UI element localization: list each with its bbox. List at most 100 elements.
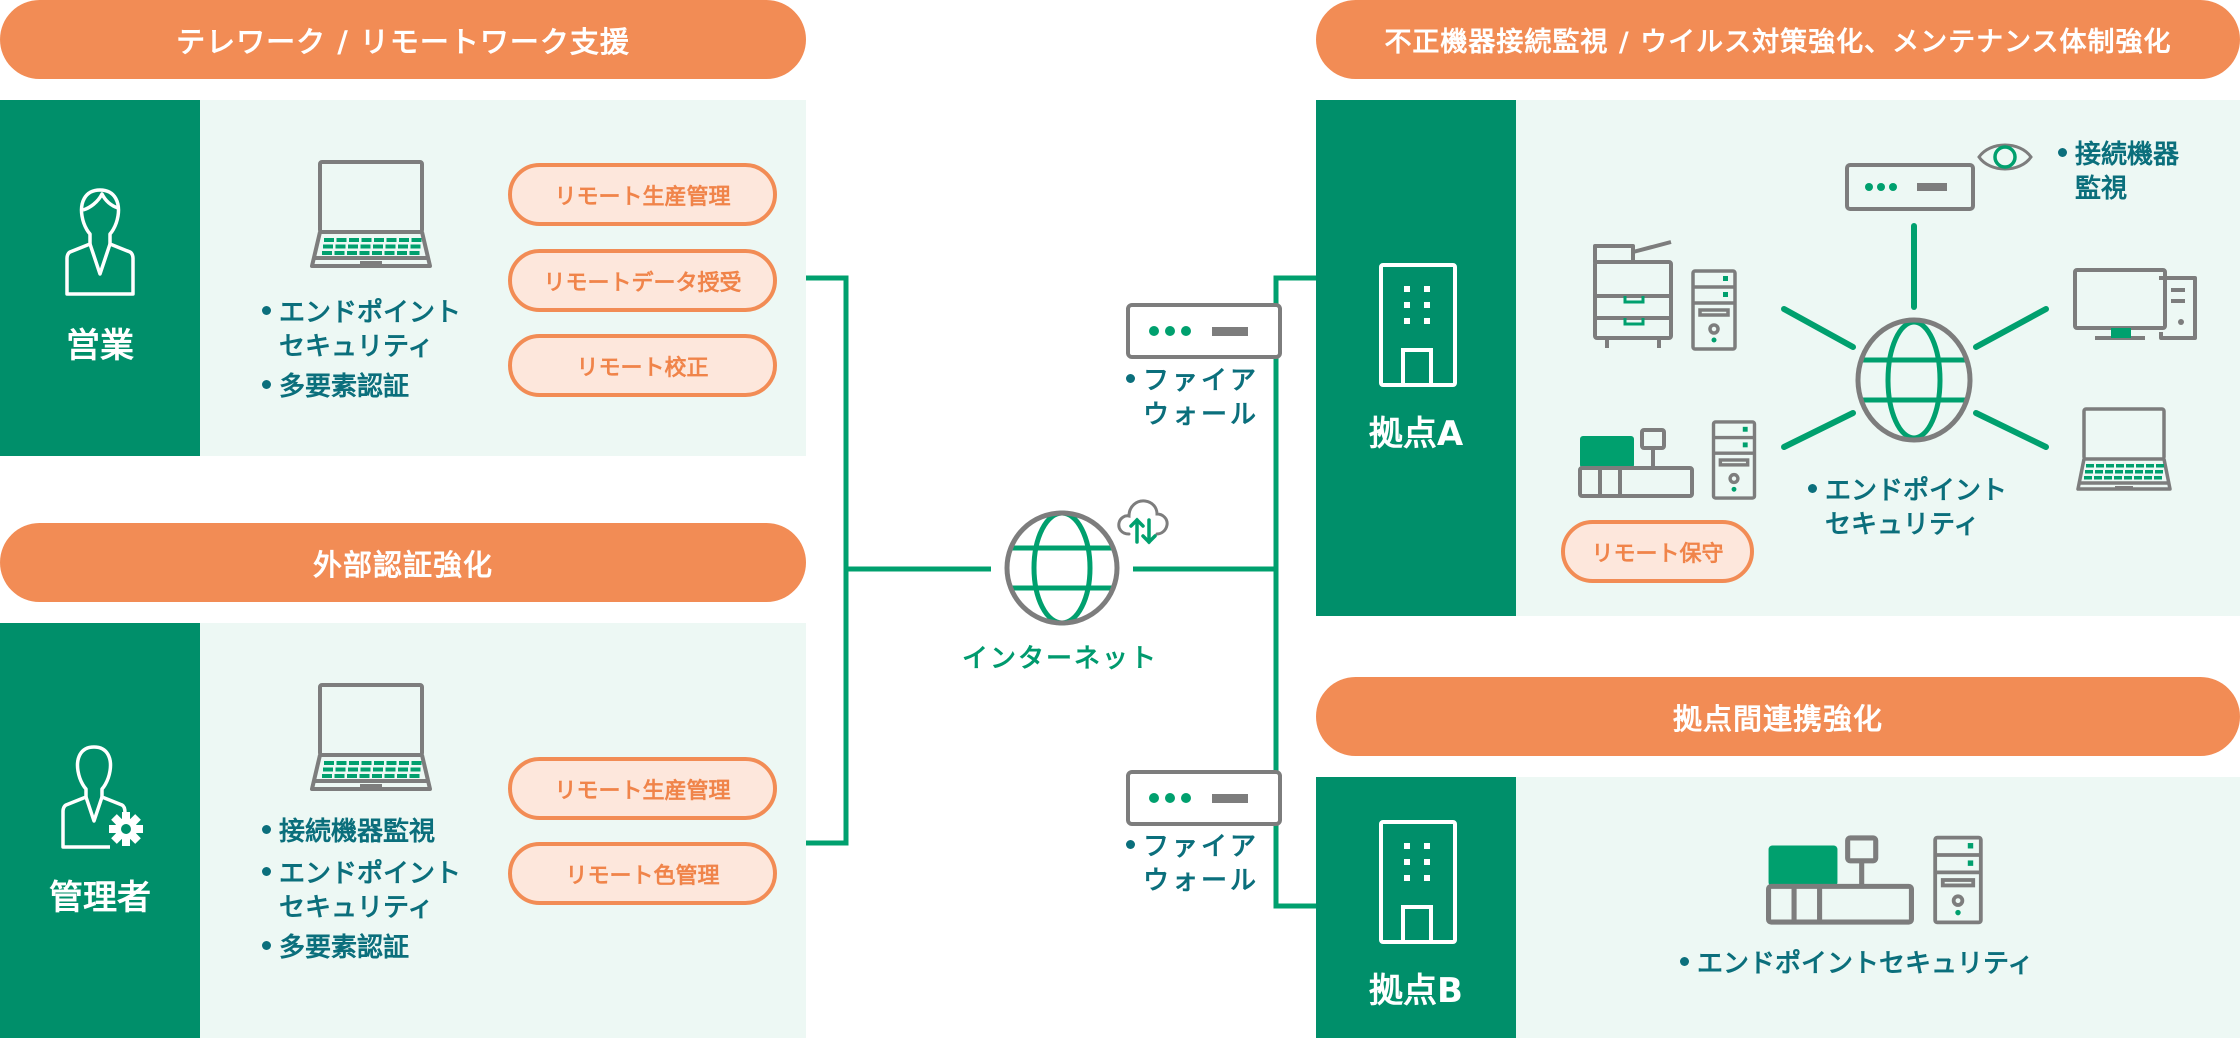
admin-bullet-endpoint: エンドポイント セキュリティ bbox=[262, 857, 461, 925]
keyboard-key bbox=[360, 244, 371, 249]
building-icon bbox=[1379, 263, 1457, 387]
keyboard-key bbox=[334, 774, 345, 778]
admin-label: 管理者 bbox=[49, 878, 151, 918]
sales-label: 営業 bbox=[66, 326, 134, 366]
bullet-dot bbox=[1808, 484, 1817, 493]
pill-remote-color-management: リモート色管理 bbox=[508, 842, 777, 905]
laptop-icon bbox=[2076, 407, 2172, 491]
keyboard-key bbox=[2126, 464, 2134, 468]
pill-remote-data-exchange: リモートデータ授受 bbox=[508, 249, 777, 312]
keyboard-key bbox=[399, 238, 409, 242]
keyboard-key bbox=[2096, 464, 2104, 468]
keyboard-key bbox=[2135, 470, 2143, 474]
keyboard-key bbox=[2134, 476, 2142, 480]
keyboard-key bbox=[2136, 464, 2144, 468]
sales-sidebar: 営業 bbox=[0, 100, 200, 456]
firewall-icon bbox=[1126, 303, 1282, 359]
keyboard-key bbox=[322, 774, 332, 778]
keyboard-key bbox=[335, 244, 346, 249]
keyboard-key bbox=[2156, 464, 2164, 468]
keyboard-key bbox=[372, 251, 382, 255]
laptop-icon bbox=[310, 160, 432, 268]
keyboard-key bbox=[348, 767, 358, 772]
keyboard-key bbox=[2106, 464, 2114, 468]
keyboard-key bbox=[411, 761, 422, 765]
keyboard-key bbox=[374, 238, 384, 242]
keyboard-key bbox=[409, 251, 420, 255]
banner-inter-site-collaboration: 拠点間連携強化 bbox=[1316, 677, 2240, 756]
firewall-bottom-label: ファイア ウォール bbox=[1126, 830, 1259, 898]
internet-label: インターネット bbox=[961, 644, 1158, 674]
keyboard-key bbox=[399, 761, 409, 765]
keyboard-key bbox=[2144, 476, 2152, 480]
keyboard-key bbox=[336, 761, 347, 765]
pc-tower-icon bbox=[1691, 269, 1737, 351]
keyboard-key bbox=[2124, 476, 2132, 480]
keyboard-key bbox=[374, 761, 384, 765]
keyboard-key bbox=[385, 767, 396, 772]
keyboard-key bbox=[2154, 476, 2162, 480]
keyboard-key bbox=[2105, 470, 2113, 474]
bullet-dot bbox=[262, 941, 271, 950]
keyboard-key bbox=[361, 761, 372, 765]
keyboard-key bbox=[385, 244, 396, 249]
keyboard-key bbox=[359, 251, 370, 255]
bullet-dot bbox=[1680, 957, 1689, 966]
keyboard-key bbox=[372, 774, 382, 778]
keyboard-key bbox=[398, 244, 408, 249]
keyboard-key bbox=[397, 774, 407, 778]
eye-icon bbox=[1977, 143, 2033, 171]
pos-register-icon bbox=[1766, 835, 1914, 925]
router-icon bbox=[1845, 163, 1975, 211]
site-a-device-monitoring-text: 接続機器 監視 bbox=[2058, 138, 2179, 206]
keyboard-key bbox=[2145, 470, 2153, 474]
keyboard-key bbox=[360, 767, 371, 772]
pill-remote-calibration: リモート校正 bbox=[508, 334, 777, 397]
keyboard-key bbox=[386, 761, 397, 765]
bullet-dot bbox=[262, 380, 271, 389]
keyboard-key bbox=[347, 251, 357, 255]
keyboard-key bbox=[384, 251, 395, 255]
keyboard-key bbox=[398, 767, 408, 772]
site-a-globe-icon bbox=[1855, 317, 1973, 443]
keyboard-key bbox=[2155, 470, 2163, 474]
admin-sidebar: 管理者 bbox=[0, 623, 200, 1038]
pill-remote-maintenance: リモート保守 bbox=[1561, 520, 1754, 583]
site-b-sidebar: 拠点B bbox=[1316, 777, 1516, 1038]
banner-external-auth: 外部認証強化 bbox=[0, 523, 806, 602]
keyboard-key bbox=[323, 767, 333, 772]
keyboard-key bbox=[2086, 464, 2094, 468]
site-b-label: 拠点B bbox=[1369, 971, 1463, 1011]
keyboard-key bbox=[2104, 476, 2112, 480]
keyboard-key bbox=[409, 774, 420, 778]
firewall-top-label: ファイア ウォール bbox=[1126, 364, 1259, 432]
admin-person-gear-icon bbox=[61, 745, 143, 849]
bullet-dot bbox=[2058, 148, 2067, 157]
site-b-panel: 拠点B エンドポイントセキュリティ bbox=[1316, 777, 2240, 1038]
keyboard-key bbox=[373, 244, 383, 249]
keyboard-key bbox=[359, 774, 370, 778]
desktop-pc-icon bbox=[2073, 268, 2197, 340]
keyboard-key bbox=[349, 761, 359, 765]
site-a-endpoint-text: エンドポイント セキュリティ bbox=[1808, 474, 2007, 542]
site-a-panel: 拠点A 接続機器 監視 bbox=[1316, 100, 2240, 616]
connector-sales bbox=[806, 275, 849, 846]
person-icon bbox=[65, 188, 135, 296]
pc-tower-icon bbox=[1711, 420, 1757, 500]
pill-remote-production: リモート生産管理 bbox=[508, 163, 777, 226]
sales-panel: 営業 エンドポイント セキュリティ 多要素認証 リモート生産管理 リモートデータ… bbox=[0, 100, 806, 456]
firewall-icon bbox=[1126, 770, 1282, 826]
keyboard-key bbox=[349, 238, 359, 242]
keyboard-key bbox=[336, 238, 347, 242]
keyboard-key bbox=[410, 244, 421, 249]
banner-telework: テレワーク / リモートワーク支援 bbox=[0, 0, 806, 79]
laptop-icon bbox=[310, 683, 432, 791]
keyboard-key bbox=[2095, 470, 2103, 474]
keyboard-key bbox=[2114, 476, 2122, 480]
building-icon bbox=[1379, 820, 1457, 944]
keyboard-key bbox=[334, 251, 345, 255]
keyboard-key bbox=[410, 767, 421, 772]
keyboard-key bbox=[347, 774, 357, 778]
admin-bullet-mfa: 多要素認証 bbox=[262, 931, 409, 965]
